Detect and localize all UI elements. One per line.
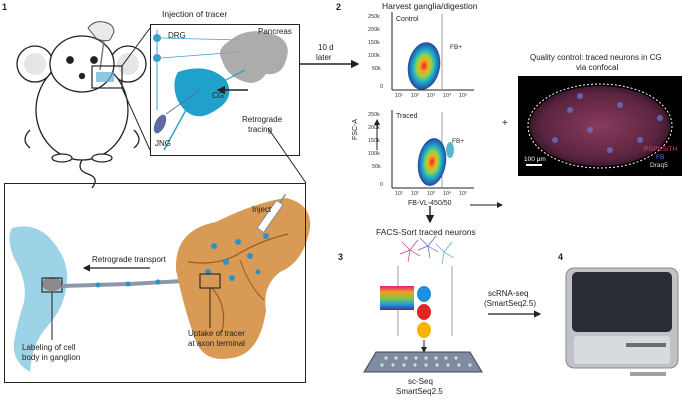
xtick: 10¹ [395, 93, 403, 99]
xtick: 10⁴ [443, 93, 452, 99]
tracer-injection-panel [150, 24, 300, 156]
xtick: 10⁵ [459, 93, 468, 99]
harvest-title: Harvest ganglia/digestion [382, 1, 478, 11]
ytick: 100k [368, 151, 380, 157]
xtick: 10⁵ [459, 191, 468, 197]
delay-label-line1: 10 d [318, 43, 334, 52]
qc-label-line2: via confocal [576, 63, 619, 72]
seq-label-line2: (SmartSeq2.5) [484, 299, 537, 308]
ytick: 200k [368, 27, 380, 33]
xtick: 10⁴ [443, 191, 452, 197]
seq-label-line1: scRNA-seq [488, 289, 529, 298]
drg-label: DRG [168, 31, 186, 40]
uptake-label-line1: Uptake of tracer [188, 329, 245, 338]
ytick: 250k [368, 14, 380, 20]
step-number-3: 3 [338, 252, 344, 262]
traced-label: Traced [396, 113, 418, 120]
labeling-label-line1: Labeling of cell [22, 343, 76, 352]
ytick: 50k [372, 164, 381, 170]
mouse-illustration [16, 35, 147, 189]
y-axis-label: FSC-A [352, 119, 359, 140]
legend-fb: FB [656, 154, 665, 161]
facs-sort-drawing [363, 235, 542, 373]
confocal-image [518, 76, 682, 176]
x-axis-label: FB-VL-450/50 [408, 200, 452, 207]
hand-syringe-illustration [87, 21, 115, 71]
flow-plot-control [391, 12, 474, 91]
injection-title: Injection of tracer [162, 9, 228, 19]
ytick: 250k [368, 112, 380, 118]
retrograde-label-line1: Retrograde [242, 115, 283, 124]
plus-sign: + [502, 118, 508, 129]
plate-label-line2: SmartSeq2.5 [396, 387, 443, 396]
zoom-region-marker [91, 65, 123, 89]
jng-label: JNG [155, 139, 171, 148]
ytick: 150k [368, 40, 380, 46]
ganglion-drawing [153, 30, 288, 151]
xtick: 10³ [427, 191, 435, 197]
xtick: 10² [411, 191, 419, 197]
xtick: 10² [411, 93, 419, 99]
labeling-label-line2: body in ganglion [22, 353, 81, 362]
step-number-1: 1 [2, 2, 8, 12]
scale-bar-label: 100 μm [524, 156, 546, 163]
ytick: 50k [372, 66, 381, 72]
uptake-label-line2: at axon terminal [188, 339, 245, 348]
gate-label-control: FB+ [450, 44, 463, 51]
inject-label: Inject [252, 205, 272, 214]
step-number-4: 4 [558, 252, 564, 262]
cg-label: CG [212, 91, 224, 100]
ytick: 100k [368, 53, 380, 59]
ytick: 0 [380, 182, 384, 188]
legend-draq5: Draq5 [650, 162, 668, 169]
detail-drawing [9, 193, 311, 372]
ytick: 150k [368, 138, 380, 144]
sequencer-drawing [565, 267, 679, 376]
qc-label-line1: Quality control: traced neurons in CG [530, 53, 662, 62]
step-number-2: 2 [336, 2, 342, 12]
facs-title: FACS-Sort traced neurons [376, 227, 476, 237]
ytick: 0 [380, 84, 384, 90]
xtick: 10³ [427, 93, 435, 99]
ytick: 200k [368, 125, 380, 131]
retrograde-label-line2: tracing [248, 125, 273, 134]
tracing-detail-panel [4, 183, 306, 383]
control-label: Control [396, 16, 419, 23]
flow-plot-traced [391, 110, 474, 189]
transport-label: Retrograde transport [92, 255, 166, 264]
pancreas-label: Pancreas [258, 27, 292, 36]
delay-label-line2: later [316, 53, 332, 62]
plate-label-line1: sc-Seq [408, 377, 433, 386]
gate-label-traced: FB+ [452, 138, 465, 145]
legend-pgp95: PGP9.5/TH [644, 146, 678, 153]
xtick: 10¹ [395, 191, 403, 197]
